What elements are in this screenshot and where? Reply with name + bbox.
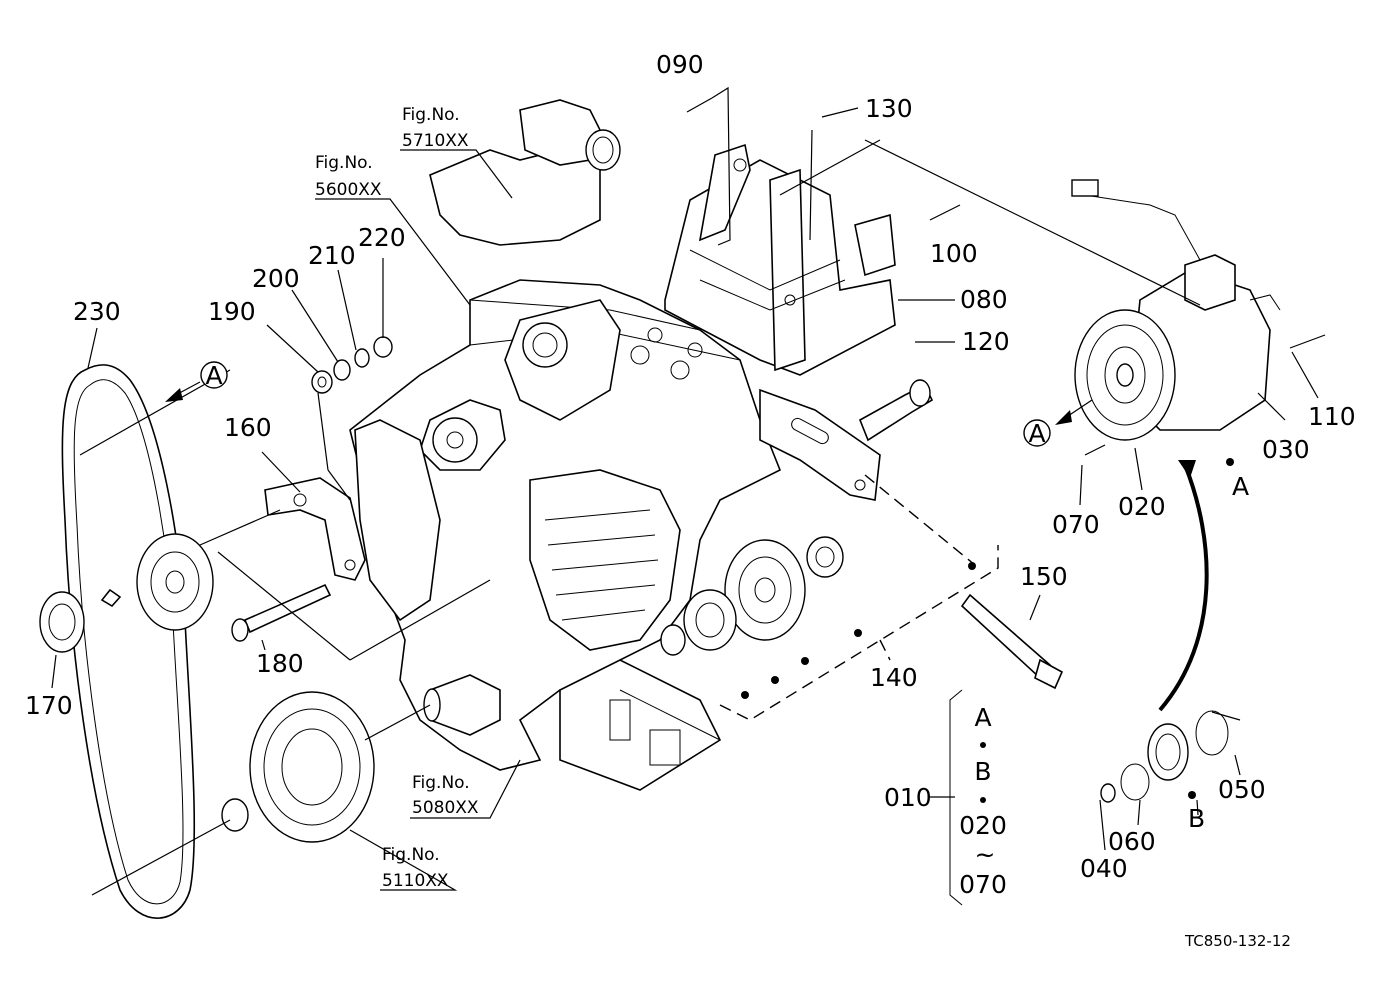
part-label-100: 100 (930, 239, 978, 268)
bolt-180 (231, 583, 332, 642)
fig-ref-5710: Fig.No. 5710XX (402, 105, 469, 151)
marker-a-belt: A (200, 361, 228, 390)
part-label-170: 170 (25, 691, 73, 720)
fig-ref-5600: Fig.No. 5600XX (315, 153, 382, 200)
fig-ref-5600-number: 5600XX (315, 180, 382, 200)
clutch-parts (1100, 710, 1229, 803)
part-label-220: 220 (358, 223, 406, 252)
part-label-050: 050 (1218, 775, 1266, 804)
fig-ref-5110-prefix: Fig.No. (382, 845, 440, 865)
part-label-030: 030 (1262, 435, 1310, 464)
part-label-020: 020 (1118, 492, 1166, 521)
fig-ref-5110-number: 5110XX (382, 871, 449, 891)
tension-pulley-170 (39, 591, 85, 653)
group-010-b: B (974, 757, 991, 786)
part-label-210: 210 (308, 241, 356, 270)
part-label-160: 160 (224, 413, 272, 442)
bracket-160 (264, 477, 366, 581)
adjusting-pulley (100, 533, 214, 631)
part-label-060: 060 (1108, 827, 1156, 856)
part-label-080: 080 (960, 285, 1008, 314)
part-label-180: 180 (256, 649, 304, 678)
assembly-arrow (1158, 460, 1209, 712)
part-label-150: 150 (1020, 562, 1068, 591)
fig-ref-5710-number: 5710XX (402, 131, 469, 151)
part-label-040: 040 (1080, 854, 1128, 883)
part-label-070: 070 (1052, 510, 1100, 539)
marker-a-belt-label: A (205, 361, 222, 390)
reference-dots (741, 458, 1234, 803)
v-belt-230 (61, 364, 196, 919)
part-label-120: 120 (962, 327, 1010, 356)
fig-ref-5080: Fig.No. 5080XX (412, 773, 479, 818)
group-010-range-sep: ~ (975, 840, 996, 869)
compressor-020 (1071, 179, 1281, 441)
washer-stack (311, 336, 393, 394)
fig-ref-5080-number: 5080XX (412, 798, 479, 818)
group-010-range-start: 020 (959, 811, 1007, 840)
part-label-010: 010 (884, 783, 932, 812)
idler-pulley-group (660, 536, 844, 656)
crank-pulley (221, 691, 375, 843)
pivot-bolt (858, 379, 934, 442)
group-label-b-pulley: B (1188, 804, 1205, 833)
marker-a-compressor: A (1023, 419, 1051, 448)
engine-block (349, 99, 782, 791)
group-010-range-end: 070 (959, 870, 1007, 899)
fig-ref-5710-prefix: Fig.No. (402, 105, 460, 125)
group-label-a: A (1232, 472, 1249, 501)
leader-lines (51, 86, 1326, 906)
group-010-a: A (974, 703, 991, 732)
marker-a-compressor-label: A (1028, 419, 1045, 448)
part-label-140: 140 (870, 663, 918, 692)
fig-ref-5080-prefix: Fig.No. (412, 773, 470, 793)
part-label-230: 230 (73, 297, 121, 326)
drawing-code: TC850-132-12 (1184, 932, 1291, 950)
fig-ref-5110: Fig.No. 5110XX (382, 845, 449, 891)
part-label-190: 190 (208, 297, 256, 326)
part-labels: 090 130 100 080 120 110 030 020 070 A 15… (25, 50, 1356, 883)
part-label-090: 090 (656, 50, 704, 79)
bracket-080 (664, 143, 896, 501)
stud-bolt-150 (960, 593, 1064, 690)
part-label-110: 110 (1308, 402, 1356, 431)
part-label-200: 200 (252, 264, 300, 293)
part-label-130: 130 (865, 94, 913, 123)
fig-ref-5600-prefix: Fig.No. (315, 153, 373, 173)
assembly-010-contents: A B 020 ~ 070 (959, 703, 1007, 899)
